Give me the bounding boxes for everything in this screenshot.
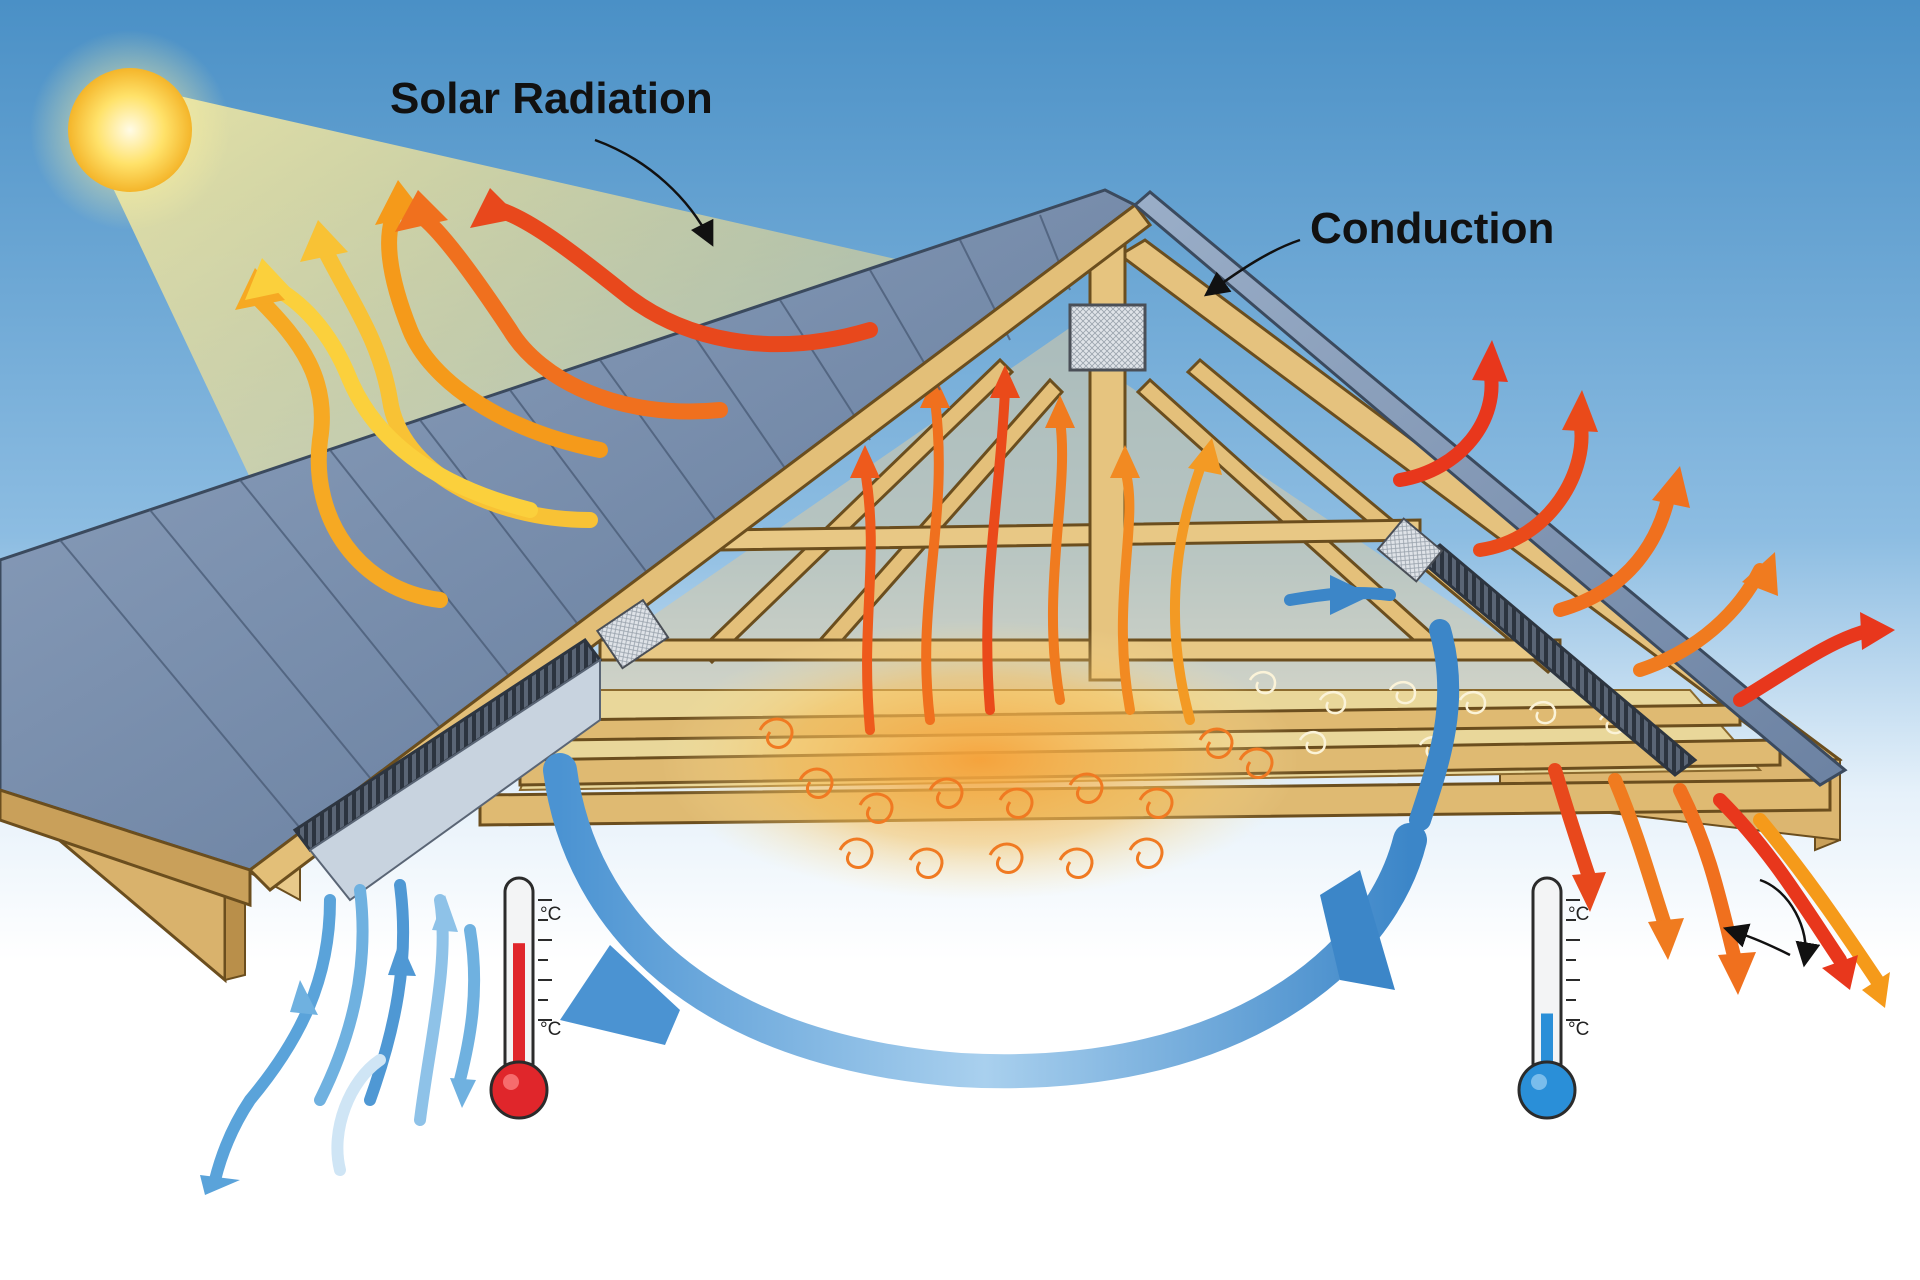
thermometer-icon: °C °C bbox=[489, 876, 561, 1120]
warm-thermometer-unit-bottom: °C bbox=[540, 1019, 561, 1040]
intake-air-arrows bbox=[209, 879, 481, 1186]
right-eave-heat-arrows bbox=[1548, 763, 1887, 992]
conduction-label: Conduction bbox=[1310, 204, 1555, 253]
solar-radiation-pointer bbox=[594, 138, 714, 247]
hot-air-swirls bbox=[758, 717, 1274, 879]
circulation-arc bbox=[543, 619, 1460, 1089]
right-eave-heat-arrowheads bbox=[1572, 872, 1890, 1008]
cool-thermometer-unit-top: °C bbox=[1568, 904, 1589, 925]
intake-air-arrowheads bbox=[200, 895, 476, 1195]
left-soffit-vent bbox=[292, 598, 670, 902]
solar-radiation-label: Solar Radiation bbox=[390, 74, 713, 123]
attic-convection-arrowheads bbox=[850, 365, 1222, 478]
attic-heat-glow bbox=[660, 620, 1300, 900]
sun-icon bbox=[30, 30, 230, 230]
warm-thermometer-unit-top: °C bbox=[540, 904, 561, 925]
roof-heat-arrowheads bbox=[235, 180, 520, 310]
right-roof-heat-arrows bbox=[1393, 363, 1877, 707]
right-vent-strip bbox=[1376, 517, 1698, 777]
attic-convection-arrows bbox=[860, 385, 1210, 735]
thermometer-icon: °C °C bbox=[1517, 876, 1589, 1120]
roof-heat-arrows bbox=[252, 197, 878, 608]
cool-thermometer-unit-bottom: °C bbox=[1568, 1019, 1589, 1040]
right-roof-heat-arrowheads bbox=[1472, 340, 1895, 650]
eave-angle-indicator bbox=[1759, 878, 1821, 968]
ridge-vent bbox=[1068, 303, 1147, 372]
vent-inflow-arrow bbox=[1284, 575, 1396, 615]
eave-angle-indicator-2 bbox=[1722, 923, 1791, 957]
conduction-pointer bbox=[1203, 238, 1301, 297]
